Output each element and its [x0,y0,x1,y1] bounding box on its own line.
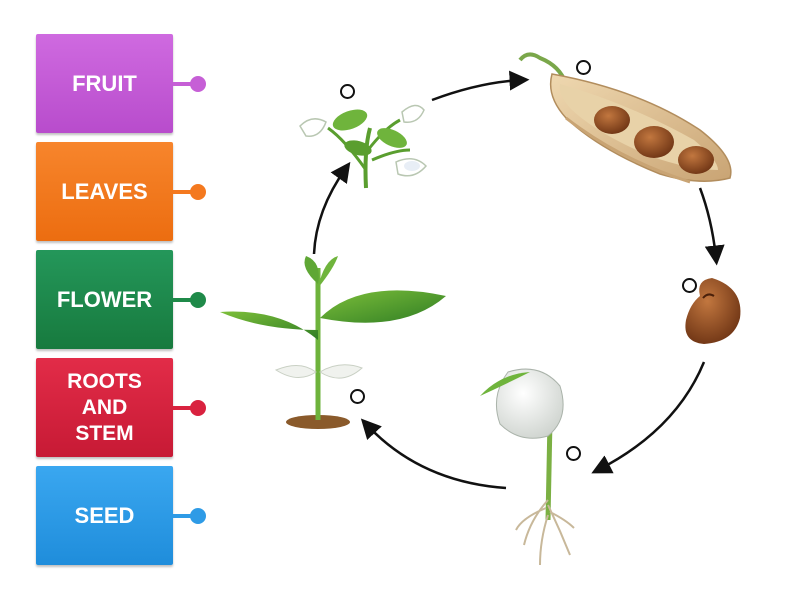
label-seed-text: SEED [74,502,135,528]
cycle-arrows [312,70,725,490]
drop-target-bean-pod[interactable] [576,60,591,75]
label-fruit-text: FRUIT [72,70,137,96]
label-fruit[interactable]: FRUIT [36,34,173,133]
connector-roots [173,406,195,410]
label-leaves[interactable]: LEAVES [36,142,173,241]
bean-seed-illustration [685,278,741,344]
arrow-flower-to-pod [431,70,530,102]
drop-target-bean-seed[interactable] [682,278,697,293]
drop-target-germinating-seed[interactable] [566,446,581,461]
label-roots-and-stem[interactable]: ROOTS AND STEM [36,358,173,457]
pin-seed[interactable] [190,508,206,524]
pin-flower[interactable] [190,292,206,308]
young-plant-illustration [220,256,446,429]
arrow-pod-to-seed [698,187,725,266]
label-leaves-text: LEAVES [61,178,148,204]
label-roots-and-stem-text: ROOTS AND STEM [67,369,142,445]
flowering-plant-illustration [299,104,428,189]
germinating-seed-illustration [480,368,575,566]
arrow-seed-to-germination [591,361,706,474]
connector-flower [173,298,195,302]
pin-fruit[interactable] [190,76,206,92]
label-seed[interactable]: SEED [36,466,173,565]
connector-leaves [173,190,195,194]
arrow-plant-to-flower [312,161,351,255]
connector-fruit [173,82,195,86]
label-flower-text: FLOWER [56,286,153,312]
arrow-germination-to-plant [360,418,507,490]
pin-leaves[interactable] [190,184,206,200]
pin-roots[interactable] [190,400,206,416]
label-flower[interactable]: FLOWER [36,250,173,349]
connector-seed [173,514,195,518]
drop-target-flowering-plant[interactable] [340,84,355,99]
bean-pod-illustration [518,52,732,184]
drop-target-young-plant[interactable] [350,389,365,404]
